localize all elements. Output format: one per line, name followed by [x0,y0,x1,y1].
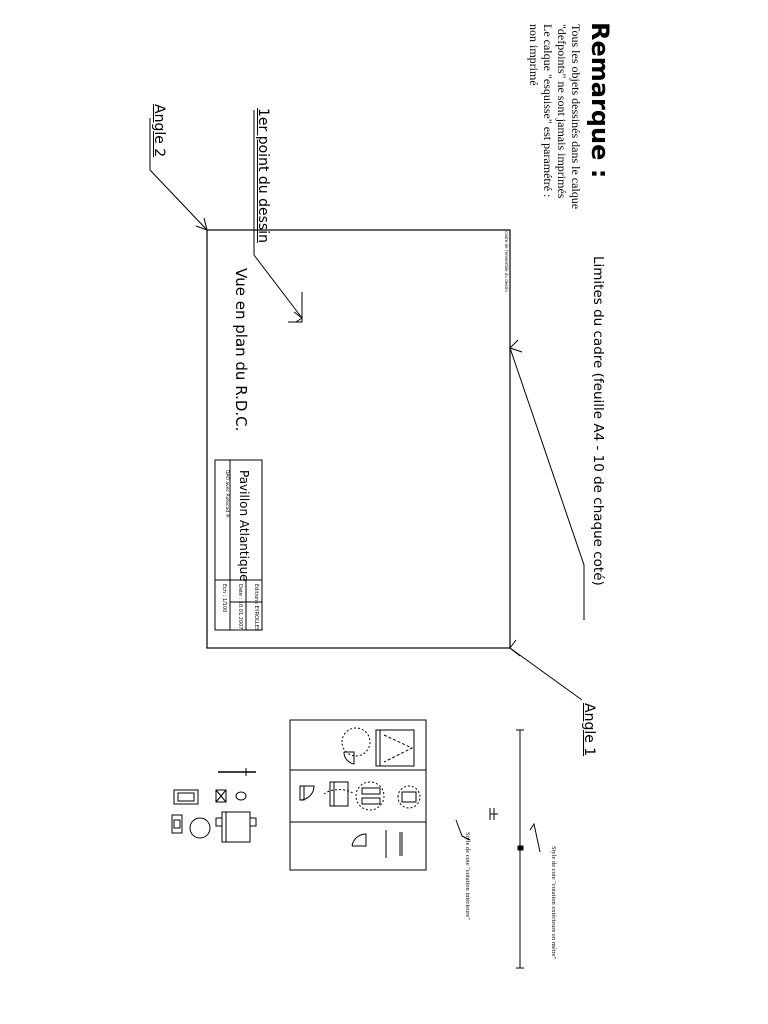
plan-view-label: Vue en plan du R.D.C. [232,268,250,432]
arrow-angle-1 [509,639,521,657]
first-point-marker [288,292,303,323]
publisher: Editions EYROLLES [253,584,259,632]
drawing-date: Date : 10.01.2007 [237,584,243,630]
remark-line-4: non imprimé [527,24,541,86]
angle-2-label: Angle 2 [151,104,167,158]
remark-line-3: Le calque "esquisse" est paramétré : [541,24,555,198]
leader-first-point [253,110,303,319]
angle-1-label: Angle 1 [581,703,597,757]
remark-title: Remarque : [586,22,614,179]
frame-tag: cadre de l'ensemble du dessin [504,231,509,292]
arrow-angle-2 [195,217,208,231]
title-block-lines [214,459,263,631]
leader-angle-2 [149,118,208,231]
interior-dimension-style-label: Style de cote "cotation intérieure" [464,832,471,920]
title-block-header: DAO avec Autocad ® [224,470,229,518]
frame-limits-label: Limites du cadre (feuille A4 - 10 de cha… [590,256,606,586]
remark-line-1: Tous les objets dessinés dans le calque [569,24,583,210]
project-name: Pavillon Atlantique [237,470,251,582]
sheet-frame [206,229,511,649]
arrow-frame-limits [509,339,523,353]
leader-angle-1 [509,647,583,701]
exterior-dimension-line [516,729,541,969]
drawing-scale: Ech : 1/100 [221,584,227,613]
leader-frame-limits [509,347,585,620]
remark-line-2: "defpoints" ne sont jamais imprimés [555,24,569,199]
blocks-library [289,719,427,871]
furniture-symbols [171,768,257,843]
interior-dimension-mark [455,808,498,841]
first-point-label: 1er point du dessin [255,108,271,243]
exterior-dimension-style-label: Style de cote "cotation extérieure en mè… [550,846,557,960]
